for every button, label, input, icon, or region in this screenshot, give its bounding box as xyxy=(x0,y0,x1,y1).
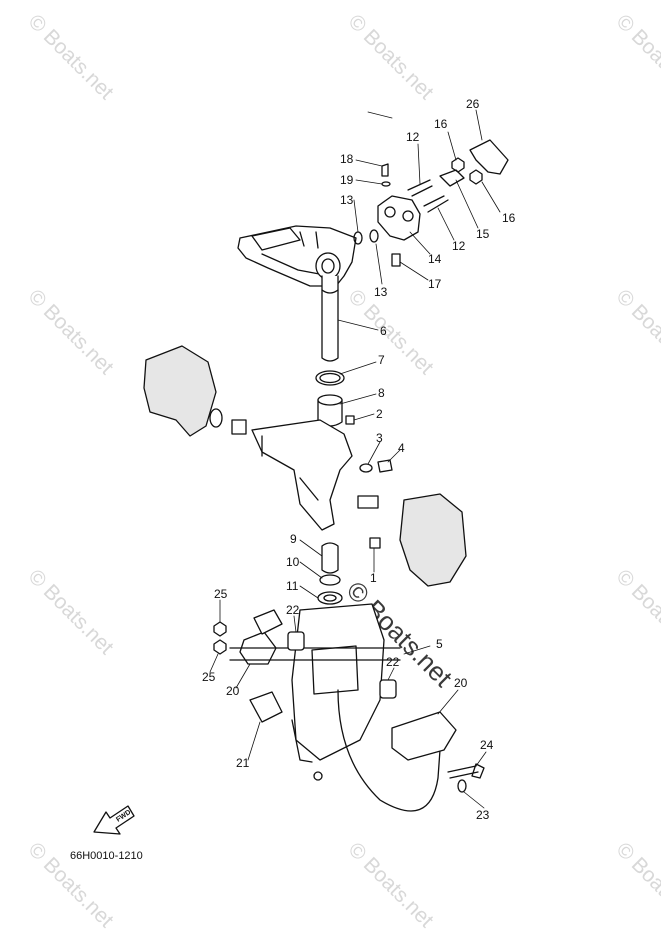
small-plate xyxy=(345,415,355,425)
callout-20: 20 xyxy=(226,684,240,698)
bolt xyxy=(407,179,433,197)
tilt-pin xyxy=(321,542,339,574)
callout-16: 16 xyxy=(434,117,448,131)
bolt xyxy=(423,195,449,213)
bumper xyxy=(249,691,283,723)
callout-8: 8 xyxy=(378,386,385,400)
pad xyxy=(287,631,305,651)
leader-lines xyxy=(209,109,501,809)
spring xyxy=(357,495,379,509)
callout-3: 3 xyxy=(376,431,383,445)
bushing xyxy=(231,419,247,435)
callout-2: 2 xyxy=(376,407,383,421)
drawing-code: 66H0010-1210 xyxy=(70,850,143,862)
callout-12: 12 xyxy=(406,130,420,144)
diagram-drawing: FWD 26 16 12 18 19 13 16 15 12 14 17 13 … xyxy=(93,97,516,835)
clamp-bracket-right xyxy=(399,493,467,587)
callout-17: 17 xyxy=(428,277,442,291)
guide-rail xyxy=(229,647,401,661)
callout-1: 1 xyxy=(370,571,377,585)
seal xyxy=(317,591,343,605)
nut xyxy=(213,639,227,655)
pad xyxy=(379,679,397,699)
grease-nipple xyxy=(391,253,401,267)
callout-10: 10 xyxy=(286,555,300,569)
lower-housing xyxy=(291,603,385,781)
callout-16: 16 xyxy=(502,211,516,225)
callout-12: 12 xyxy=(452,239,466,253)
callout-15: 15 xyxy=(476,227,490,241)
clamp-bracket-left xyxy=(143,345,217,437)
callout-21: 21 xyxy=(236,756,250,770)
forward-arrow-icon: FWD xyxy=(93,805,135,835)
callout-6: 6 xyxy=(380,324,387,338)
swivel-bracket xyxy=(251,419,353,531)
callout-18: 18 xyxy=(340,152,354,166)
callout-7: 7 xyxy=(378,353,385,367)
callout-23: 23 xyxy=(476,808,490,822)
spring xyxy=(319,574,341,586)
callout-26: 26 xyxy=(466,97,480,111)
steering-shaft xyxy=(321,275,339,362)
callout-9: 9 xyxy=(290,532,297,546)
callout-4: 4 xyxy=(398,441,405,455)
nut xyxy=(451,157,465,173)
callout-24: 24 xyxy=(480,738,494,752)
washer xyxy=(369,229,379,243)
bolt xyxy=(381,163,389,177)
callout-13: 13 xyxy=(340,193,354,207)
washer xyxy=(315,370,345,386)
bolt xyxy=(369,537,381,549)
washer xyxy=(381,181,391,187)
bumper xyxy=(253,609,283,635)
callout-20: 20 xyxy=(454,676,468,690)
cover xyxy=(469,139,509,175)
bracket-right xyxy=(391,711,457,761)
washer-inner xyxy=(319,372,341,384)
callout-13: 13 xyxy=(374,285,388,299)
callout-11: 11 xyxy=(286,579,299,593)
nut xyxy=(469,169,483,185)
callout-25: 25 xyxy=(202,670,216,684)
callout-22: 22 xyxy=(386,655,400,669)
parts-diagram: © Boats.net © Boats.net © Boats.net © Bo… xyxy=(24,10,661,932)
bolt xyxy=(377,459,393,473)
callout-14: 14 xyxy=(428,252,442,266)
nut xyxy=(213,621,227,637)
bolt xyxy=(447,763,485,779)
washer xyxy=(209,408,223,428)
callout-22: 22 xyxy=(286,603,300,617)
hose xyxy=(337,689,441,812)
washer xyxy=(359,463,373,473)
callout-5: 5 xyxy=(436,637,443,651)
callout-25: 25 xyxy=(214,587,228,601)
callouts: 26 16 12 18 19 13 16 15 12 14 17 13 6 7 … xyxy=(202,97,516,822)
steering-bracket xyxy=(237,225,357,287)
callout-19: 19 xyxy=(340,173,354,187)
seal-inner xyxy=(323,594,337,602)
plate xyxy=(439,169,465,187)
friction-plate-assy xyxy=(377,195,421,241)
washer xyxy=(457,779,467,793)
